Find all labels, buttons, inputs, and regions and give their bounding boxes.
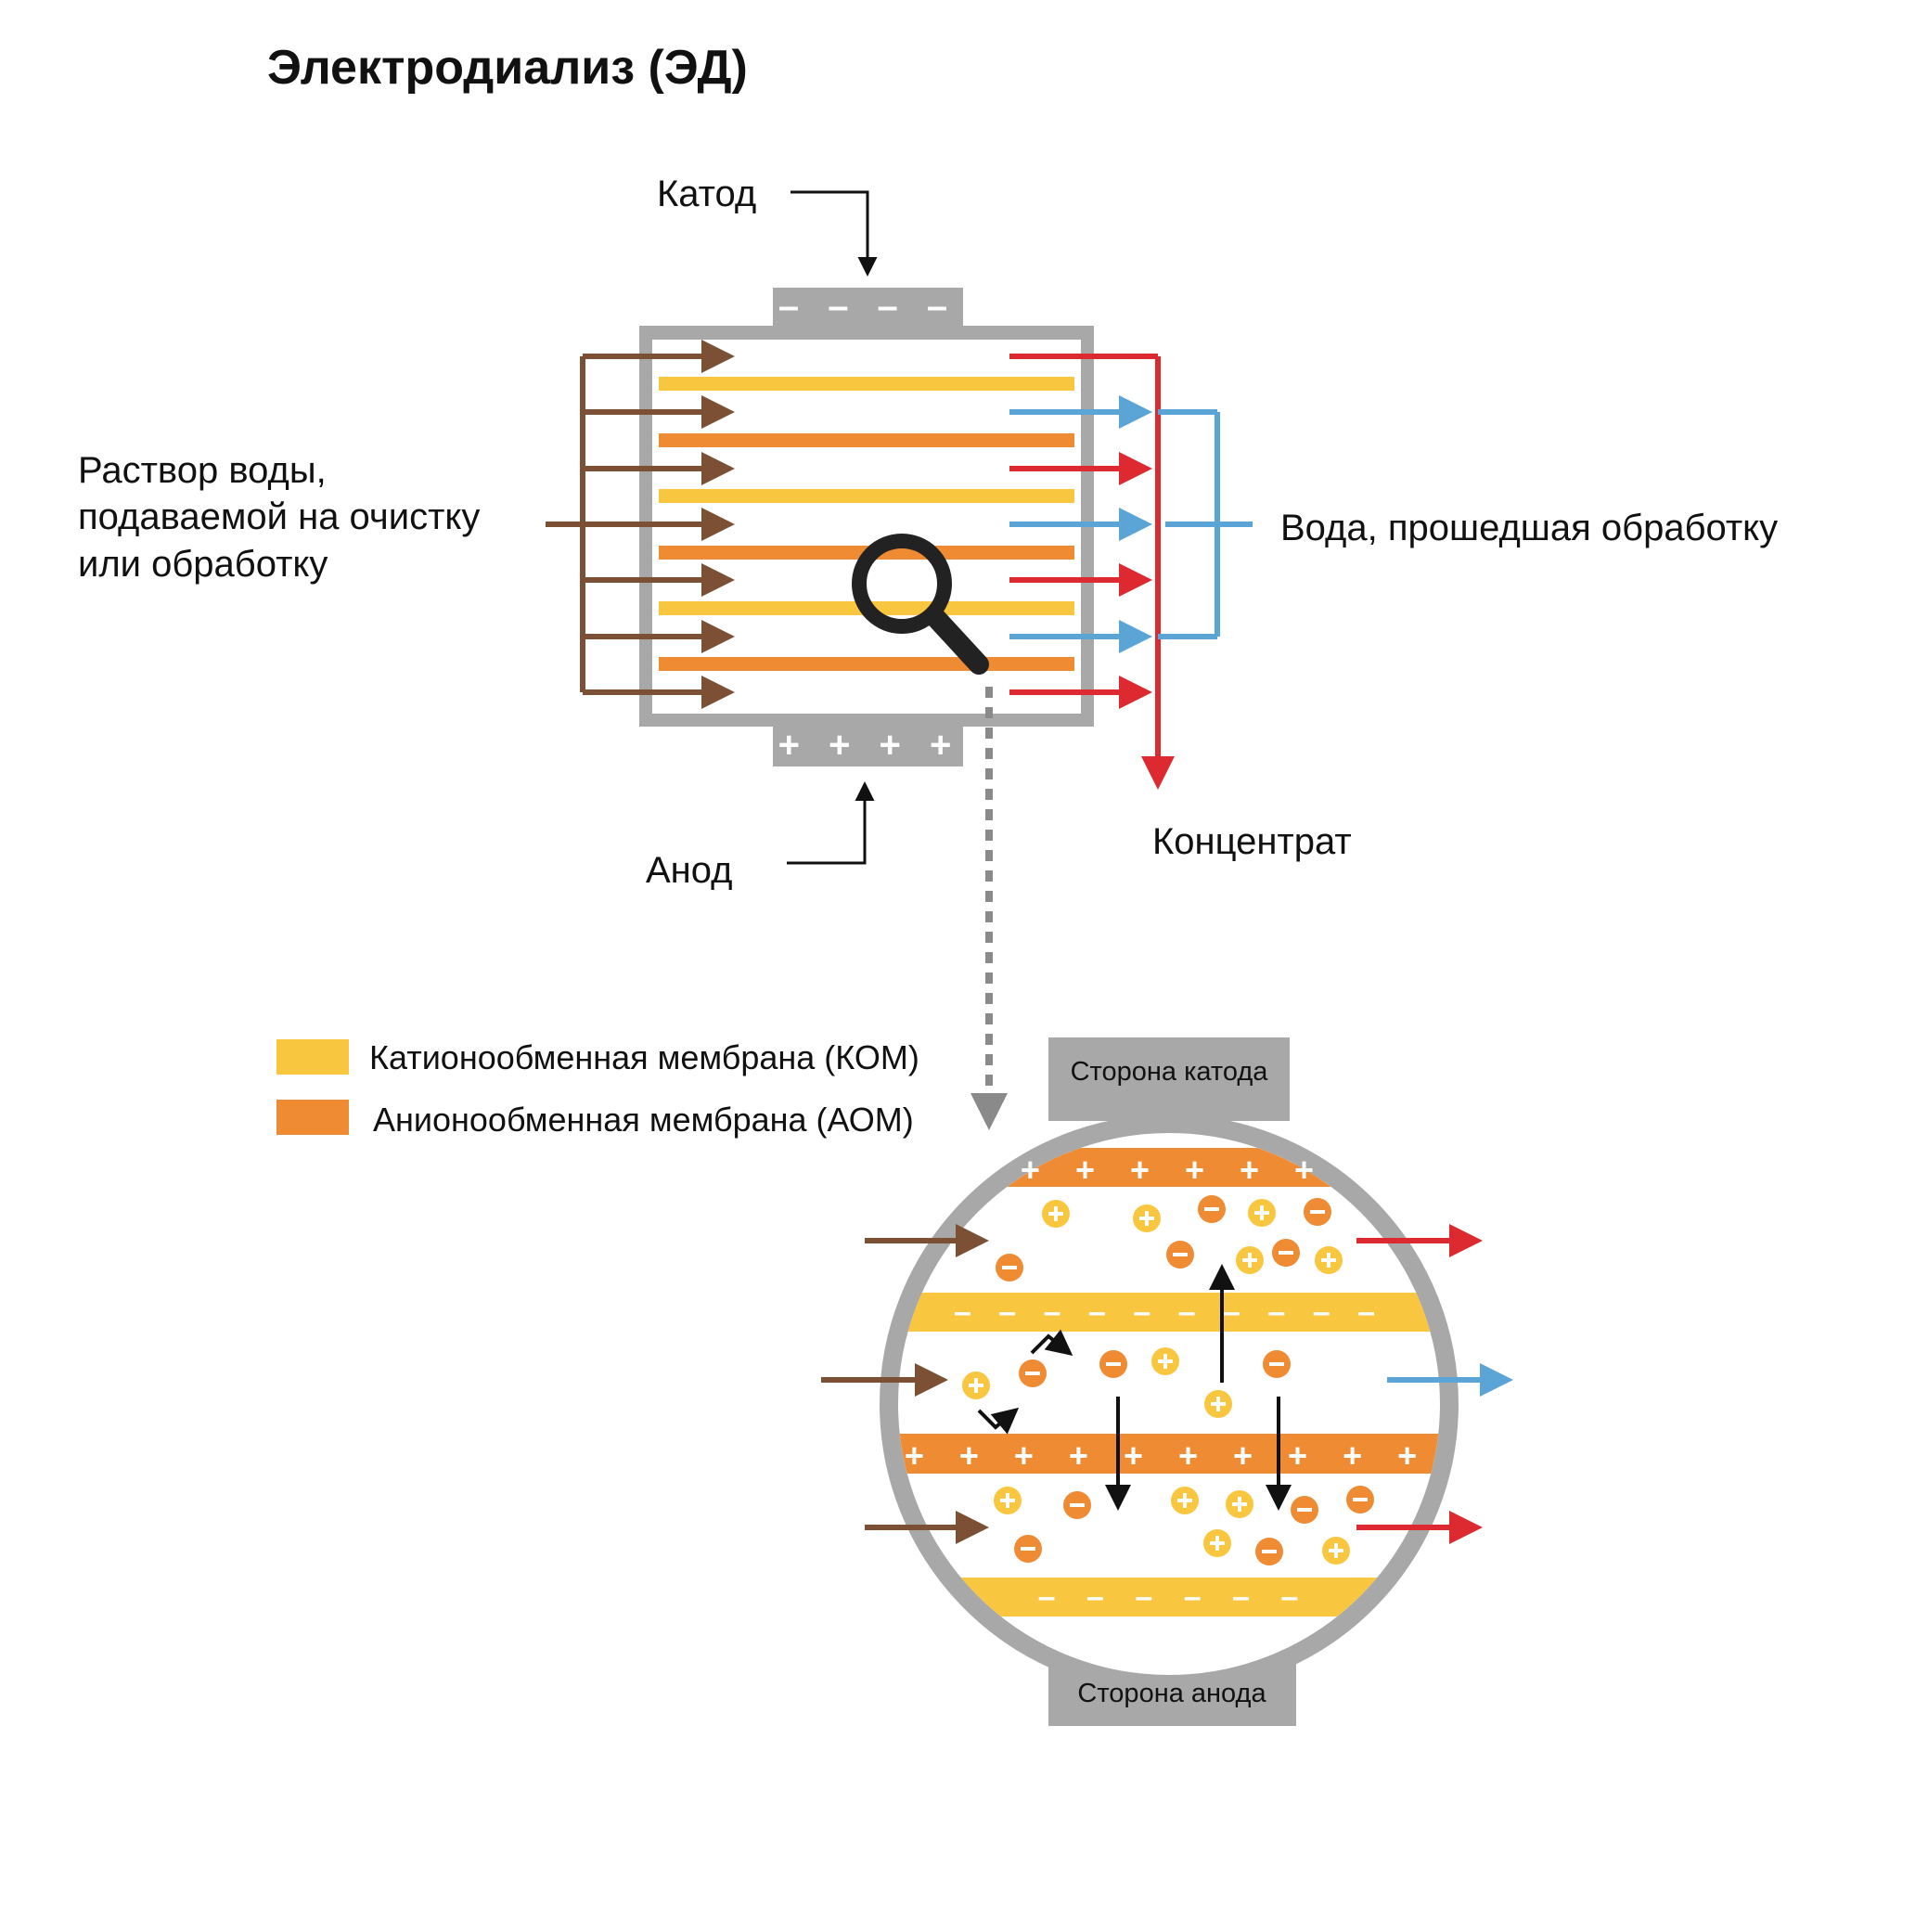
cem-fixed-charges: – – – – – – [1038,1579,1310,1615]
cations [962,1199,1350,1565]
anode-plus-signs: + + + + [778,725,961,766]
cation-icon [1042,1200,1070,1228]
zoom-membrane-cem [898,1293,1440,1332]
treated-water-label: Вода, прошедшая обработку [1280,508,1778,548]
legend-swatch-cem [276,1039,349,1075]
cation-icon [1315,1246,1343,1274]
anion-icon [1063,1491,1091,1519]
anion-icon [1166,1241,1194,1269]
cation-icon [1151,1347,1179,1375]
cathode-electrode [773,288,963,329]
anode-electrode [773,722,963,766]
cation-icon [1236,1246,1264,1274]
anion-icon [1255,1538,1283,1565]
cation-icon [1226,1490,1253,1518]
anions [996,1195,1374,1565]
cathode-leader-arrow [790,190,878,277]
cation-icon [1133,1204,1161,1232]
cation-icon [1322,1537,1350,1565]
anion-icon [1014,1535,1042,1563]
concentrate-label: Концентрат [1152,821,1352,862]
cem-fixed-charges: – – – – – – – – – – [954,1294,1384,1330]
anode-leader-arrow [787,781,875,865]
legend: Катионообменная мембрана (КОМ) Анионообм… [276,1038,919,1139]
anode-label: Анод [646,850,732,891]
aem-fixed-charges: + + + + + + [1021,1151,1327,1189]
anion-icon [1272,1239,1300,1267]
legend-label-cem: Катионообменная мембрана (КОМ) [369,1038,919,1076]
feed-inlet-arrows [546,340,735,709]
aem-fixed-charges: + + + + + + + + + + [905,1436,1430,1475]
zoom-membrane-aem [898,1434,1440,1474]
cation-icon [1171,1487,1199,1514]
cation-icon [962,1372,990,1399]
legend-swatch-aem [276,1100,349,1135]
feed-label-line1: Раствор воды, [78,450,327,491]
cathode-minus-signs: – – – – [778,286,957,327]
legend-label-aem: Анионообменная мембрана (АОМ) [373,1101,914,1139]
anion-icon [1019,1359,1047,1387]
feed-label-line2: подаваемой на очистку [78,496,480,537]
feed-label-line3: или обработку [78,544,328,585]
zoom-flow-arrows [821,1224,1513,1544]
cation-icon [1204,1390,1232,1418]
cation-icon [1203,1529,1231,1557]
treated-water-arrows [1009,395,1253,653]
membrane-aem [659,433,1074,447]
migration-arrows [977,1264,1292,1511]
cathode-label: Катод [657,174,756,214]
zoom-detail: + + + + + + – – – – – – – – – – + + + + … [821,1037,1513,1726]
cathode-side-tab [1048,1037,1290,1121]
membrane-cem [659,489,1074,503]
anion-icon [1263,1350,1291,1378]
anode-side-label: Сторона анода [1077,1679,1266,1708]
cation-icon [1248,1199,1276,1227]
membrane-aem [659,657,1074,671]
page-title: Электродиализ (ЭД) [267,41,748,95]
cathode-side-label: Сторона катода [1071,1057,1269,1087]
cation-icon [994,1487,1022,1514]
membrane-cem [659,377,1074,391]
anion-icon [1198,1195,1226,1223]
anion-icon [1304,1198,1331,1226]
concentrate-arrows [1009,354,1175,790]
magnifier-icon [852,534,989,675]
anion-icon [1099,1350,1127,1378]
anion-icon [996,1254,1023,1282]
anion-icon [1346,1486,1374,1513]
anion-icon [1291,1496,1318,1524]
